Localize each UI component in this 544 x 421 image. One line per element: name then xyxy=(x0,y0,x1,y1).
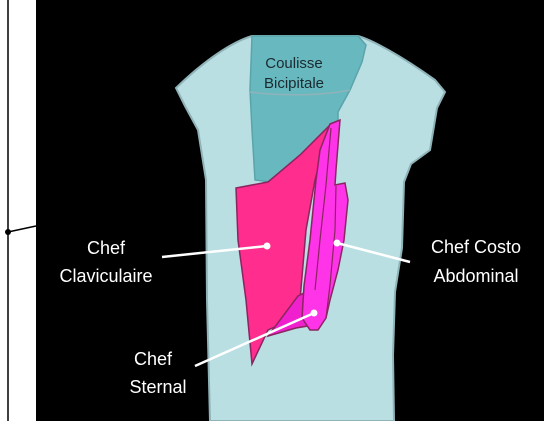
clavicular-label-line2: Claviculaire xyxy=(59,266,152,286)
dot-costo xyxy=(334,240,341,247)
left-panel xyxy=(0,0,36,421)
dot-clavicular xyxy=(264,243,271,250)
costo-label-line2: Abdominal xyxy=(433,266,518,286)
groove-label-line2: Bicipitale xyxy=(264,75,324,92)
sternal-label-line2: Sternal xyxy=(129,377,186,397)
clavicular-label-line1: Chef xyxy=(87,238,126,258)
dot-sternal xyxy=(311,310,318,317)
costo-label-line1: Chef Costo xyxy=(431,237,521,257)
groove-label-line1: Coulisse xyxy=(265,55,323,72)
sternal-label-line1: Chef xyxy=(134,349,173,369)
